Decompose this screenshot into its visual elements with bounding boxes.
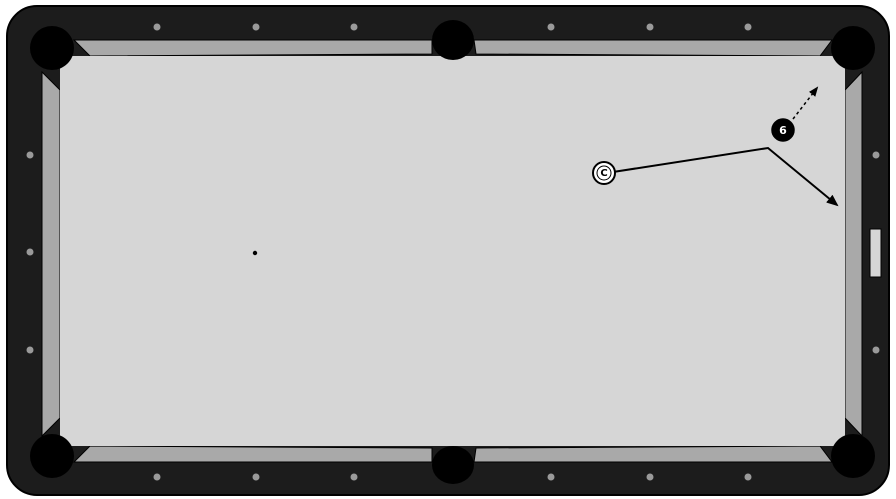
diamond-top-3 — [351, 24, 358, 31]
pocket-bottom-left — [30, 434, 74, 478]
diamond-bottom-1 — [154, 474, 161, 481]
diamond-bottom-2 — [253, 474, 260, 481]
diamond-bottom-5 — [647, 474, 654, 481]
diamond-top-4 — [548, 24, 555, 31]
pocket-top-left — [30, 26, 74, 70]
object-ball-6: 6 — [772, 119, 794, 141]
diamond-bottom-3 — [351, 474, 358, 481]
cushion-top-right — [474, 40, 832, 56]
diamond-top-1 — [154, 24, 161, 31]
table-felt — [60, 56, 845, 446]
diamond-left-3 — [27, 347, 34, 354]
diamond-left-2 — [27, 249, 34, 256]
diamond-top-2 — [253, 24, 260, 31]
diamond-bottom-6 — [745, 474, 752, 481]
cushion-top-left — [74, 40, 432, 56]
diamond-top-5 — [647, 24, 654, 31]
pocket-bottom-middle — [432, 446, 474, 484]
cushion-bottom-right — [474, 446, 832, 462]
cue-ball: C — [593, 162, 615, 184]
pocket-top-right — [831, 26, 875, 70]
head-spot — [253, 251, 257, 255]
cushion-bottom-left — [74, 446, 432, 462]
cushion-right — [845, 72, 862, 436]
pocket-bottom-right — [831, 434, 875, 478]
diamond-top-6 — [745, 24, 752, 31]
diamond-right-1 — [873, 152, 880, 159]
diamond-left-1 — [27, 152, 34, 159]
diamond-right-2 — [873, 347, 880, 354]
diamond-bottom-4 — [548, 474, 555, 481]
object-ball-label: 6 — [779, 124, 787, 137]
rail-marker-right — [870, 229, 881, 277]
pocket-top-middle — [432, 20, 474, 60]
cushion-left — [42, 72, 60, 436]
cue-ball-label: C — [600, 168, 607, 179]
